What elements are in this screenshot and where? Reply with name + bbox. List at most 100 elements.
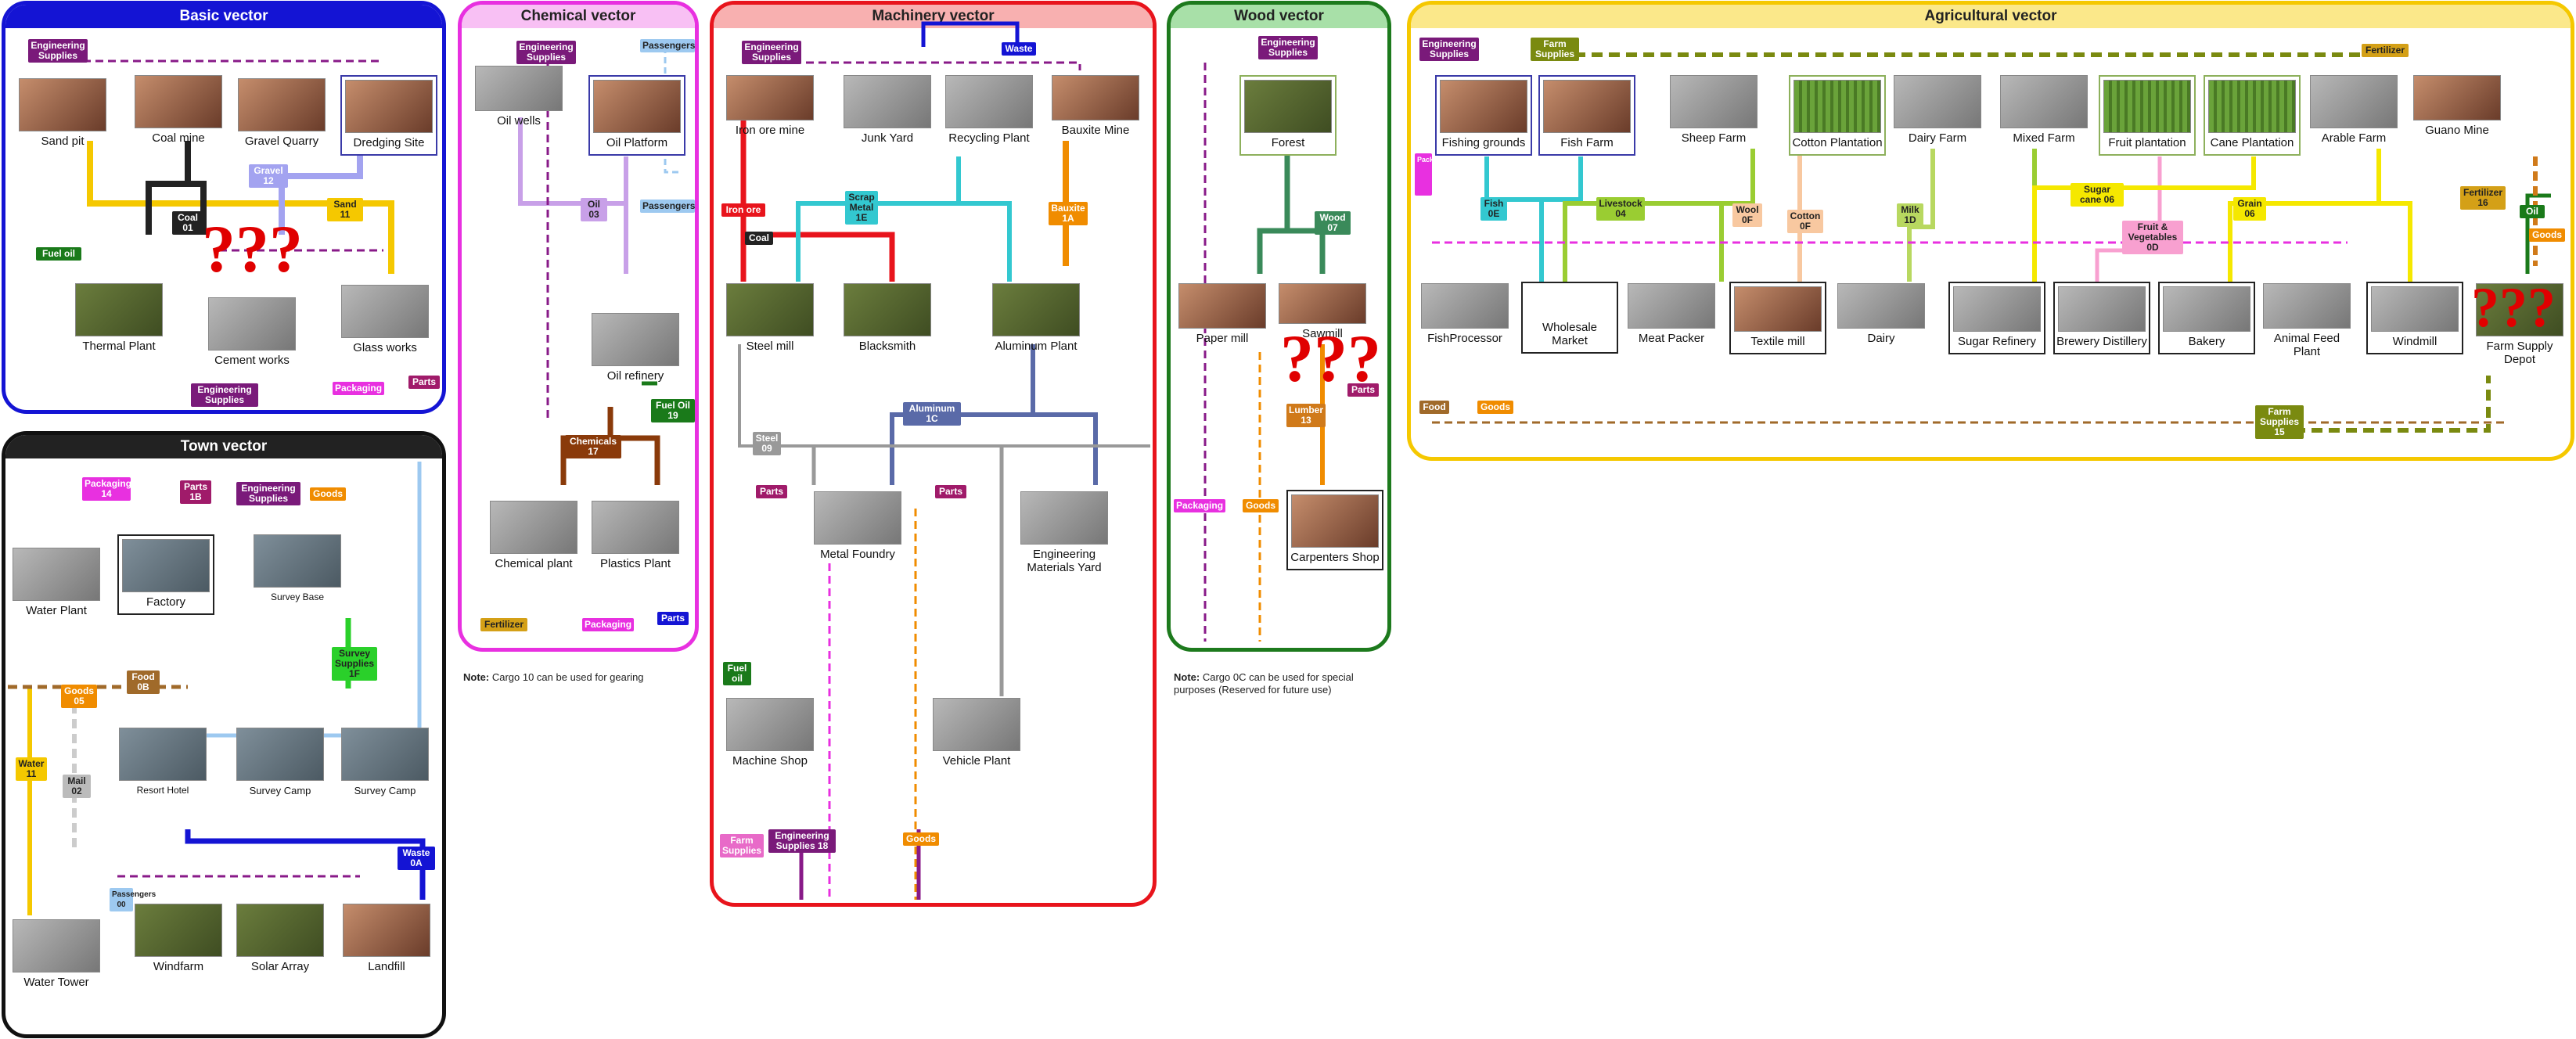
tag-goods: Goods: [2529, 228, 2565, 242]
node-glass-works: Glass works: [338, 285, 432, 354]
node-survey-camp-1: Survey Camp: [233, 728, 327, 797]
node-factory: Factory: [117, 534, 214, 615]
node-fish-farm: Fish Farm: [1538, 75, 1635, 156]
tag-iron-ore: Iron ore: [721, 203, 765, 217]
node-farm-supply-depot: Farm Supply Depot: [2473, 283, 2567, 366]
node-oil-platform: Oil Platform: [588, 75, 685, 156]
tag-engineering-supplies: Engineering Supplies: [516, 41, 576, 64]
node-sawmill: Sawmill: [1275, 283, 1369, 340]
node-guano-mine: Guano Mine: [2410, 75, 2504, 137]
tag-wool: Wool 0F: [1732, 203, 1762, 227]
note-chemical: Note: Cargo 10 can be used for gearing: [463, 671, 644, 683]
node-vehicle-plant: Vehicle Plant: [930, 698, 1024, 768]
tag-fuel-oil: Fuel oil: [723, 662, 751, 685]
node-sugar-refinery: Sugar Refinery: [1948, 282, 2045, 354]
node-coal-mine: Coal mine: [131, 75, 225, 145]
tag-lumber: Lumber 13: [1286, 404, 1326, 427]
tag-survey-supplies: Survey Supplies 1F: [332, 647, 377, 681]
tag-milk: Milk 1D: [1897, 203, 1923, 227]
node-aluminum-plant: Aluminum Plant: [989, 283, 1083, 353]
panel-title: Wood vector: [1171, 5, 1387, 28]
tag-oil: Oil: [2520, 205, 2545, 218]
tag-goods: Goods: [903, 832, 939, 846]
tag-waste: Waste: [1002, 42, 1036, 56]
node-thermal-plant: Thermal Plant: [72, 283, 166, 353]
tag-fertilizer: Fertilizer: [2362, 44, 2409, 57]
tag-passengers: Passengers: [640, 200, 695, 213]
tag-fruit-veg: Fruit & Vegetables 0D: [2122, 221, 2183, 254]
node-meat-packer: Meat Packer: [1624, 283, 1718, 345]
node-gravel-quarry: Gravel Quarry: [235, 78, 329, 148]
node-animal-feed-plant: Animal Feed Plant: [2260, 283, 2354, 358]
node-cement-works: Cement works: [205, 297, 299, 367]
node-recycling-plant: Recycling Plant: [942, 75, 1036, 145]
tag-engineering-supplies: Engineering Supplies: [742, 41, 801, 64]
node-forest: Forest: [1239, 75, 1337, 156]
tag-engineering-supplies: Engineering Supplies: [191, 383, 258, 407]
node-sheep-farm: Sheep Farm: [1667, 75, 1761, 145]
panel-title: Machinery vector: [714, 5, 1153, 28]
node-dairy: Dairy: [1834, 283, 1928, 345]
node-sand-pit: Sand pit: [16, 78, 110, 148]
tag-goods: Goods: [1243, 499, 1279, 512]
tag-parts: Parts: [756, 485, 787, 498]
node-blacksmith: Blacksmith: [840, 283, 934, 353]
tag-packaging: Packaging: [1415, 153, 1452, 196]
node-arable-farm: Arable Farm: [2307, 75, 2401, 145]
node-eng-materials-yard: Engineering Materials Yard: [1017, 491, 1111, 574]
node-paper-mill: Paper mill: [1175, 283, 1269, 345]
node-textile-mill: Textile mill: [1729, 282, 1826, 354]
tag-chemicals: Chemicals 17: [565, 435, 621, 458]
node-chemical-plant: Chemical plant: [487, 501, 581, 570]
tag-goods: Goods: [310, 487, 346, 501]
panel-title: Basic vector: [5, 5, 442, 28]
tag-goods: Goods: [1477, 401, 1513, 414]
tag-parts: Parts: [408, 376, 440, 389]
node-cotton-plantation: Cotton Plantation: [1789, 75, 1886, 156]
question-marks: ???: [2471, 276, 2556, 339]
tag-farm-supplies: Farm Supplies: [720, 834, 764, 857]
node-mixed-farm: Mixed Farm: [1997, 75, 2091, 145]
tag-parts: Parts: [935, 485, 966, 498]
tag-engineering-supplies: Engineering Supplies: [1258, 36, 1318, 59]
node-oil-refinery: Oil refinery: [588, 313, 682, 383]
node-bakery: Bakery: [2158, 282, 2255, 354]
node-wholesale-market: Wholesale Market: [1521, 282, 1618, 354]
node-steel-mill: Steel mill: [723, 283, 817, 353]
node-brewery-distillery: Brewery Distillery: [2053, 282, 2150, 354]
node-solar-array: Solar Array: [233, 904, 327, 973]
tag-steel: Steel 09: [753, 432, 781, 455]
node-plastics-plant: Plastics Plant: [588, 501, 682, 570]
node-dredging-site: Dredging Site: [340, 75, 437, 156]
tag-passengers: Passengers 00: [110, 888, 156, 911]
tag-packaging: Packaging 14: [82, 477, 131, 501]
tag-farm-supplies: Farm Supplies 15: [2255, 405, 2304, 439]
tag-grain: Grain 06: [2233, 197, 2266, 221]
panel-title: Agricultural vector: [1411, 5, 2571, 28]
tag-packaging: Packaging: [1174, 499, 1225, 512]
node-fishing-grounds: Fishing grounds: [1435, 75, 1532, 156]
node-survey-base: Survey Base: [250, 534, 344, 604]
tag-aluminum: Aluminum 1C: [903, 402, 961, 426]
node-iron-ore-mine: Iron ore mine: [723, 75, 817, 137]
tag-farm-supplies: Farm Supplies: [1531, 38, 1579, 61]
tag-sugar-cane: Sugar cane 06: [2071, 183, 2124, 207]
node-water-plant: Water Plant: [9, 548, 103, 617]
panel-title: Town vector: [5, 435, 442, 458]
tag-packaging: Packaging: [582, 618, 634, 631]
node-metal-foundry: Metal Foundry: [811, 491, 905, 561]
tag-coal: Coal: [745, 232, 773, 245]
tag-engineering-supplies: Engineering Supplies 18: [768, 829, 836, 853]
note-wood: Note: Cargo 0C can be used for special p…: [1174, 671, 1354, 696]
tag-goods: Goods 05: [61, 685, 97, 708]
node-windfarm: Windfarm: [131, 904, 225, 973]
tag-food: Food: [1419, 401, 1449, 414]
tag-fuel-oil: Fuel oil: [36, 247, 81, 261]
tag-scrap-metal: Scrap Metal 1E: [845, 191, 878, 225]
tag-fertilizer: Fertilizer 16: [2460, 186, 2506, 210]
tag-food: Food 0B: [127, 670, 160, 694]
node-resort-hotel: Resort Hotel: [116, 728, 210, 797]
tag-fuel-oil: Fuel Oil 19: [651, 399, 695, 422]
